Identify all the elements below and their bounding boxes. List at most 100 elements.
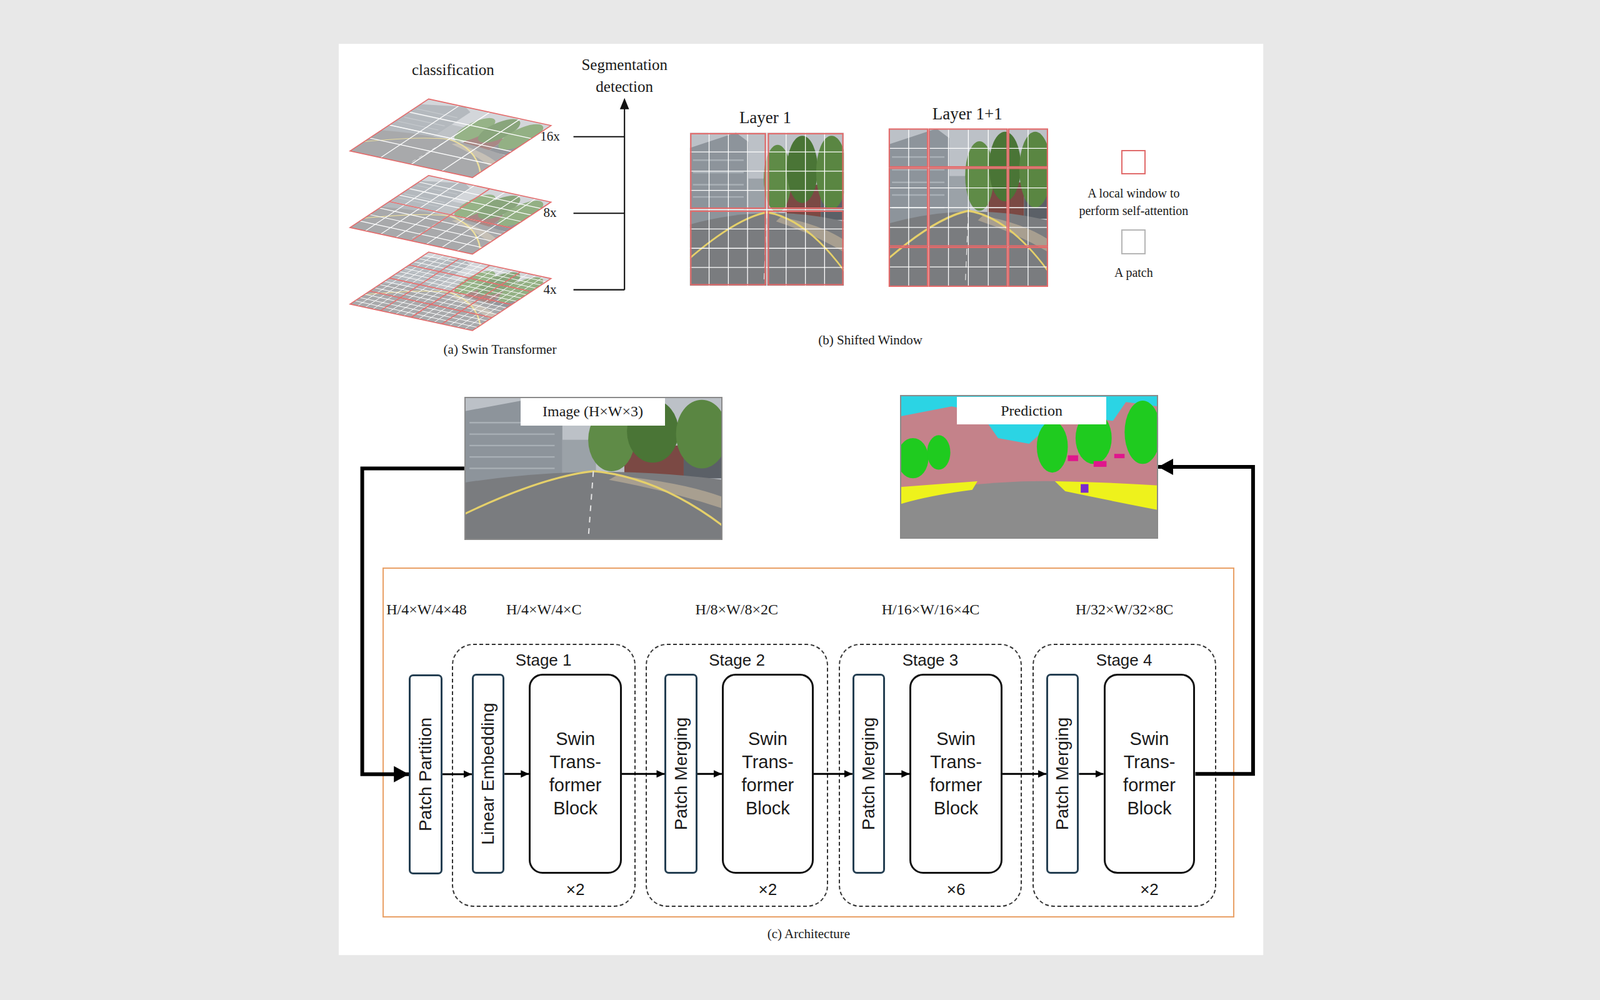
tensor-dimension: H/32×W/32×8C (1046, 600, 1203, 622)
stage-title: Stage 4 (1033, 650, 1215, 670)
flow-arrow (1078, 773, 1104, 775)
stage-title: Stage 3 (840, 650, 1022, 670)
stage-group: Patch Merging Swin Trans- former Block Sta… (1032, 643, 1217, 907)
layer-box: Patch Merging (1046, 673, 1079, 874)
node-label: Patch Partition (415, 717, 436, 832)
attention-window (690, 211, 765, 285)
transformer-block: Swin Trans- former Block (528, 673, 622, 874)
node-label: Swin Trans- former Block (916, 727, 995, 820)
attention-window (1008, 168, 1048, 246)
layer-box: Patch Merging (852, 673, 885, 874)
tensor-dimension: H/4×W/4×48 (348, 600, 505, 622)
patch-grid (350, 175, 552, 255)
flow-arrow (1158, 466, 1254, 774)
node-label: Prediction (956, 396, 1106, 425)
feature-map-4x (350, 251, 554, 332)
attention-window (889, 247, 928, 287)
panel-caption: (c) Architecture (383, 926, 1234, 942)
flow-arrow (697, 773, 722, 775)
image-wash (350, 175, 552, 255)
attention-window (889, 168, 928, 246)
image-wash (350, 251, 552, 331)
figure-panel (338, 43, 1264, 955)
feature-image (350, 98, 554, 179)
scale-label: 16x (528, 127, 572, 146)
attention-windows (690, 133, 843, 285)
input-photo (464, 396, 728, 540)
node-label: Patch Merging (858, 717, 879, 831)
image-panel: Image (H×W×3) (464, 396, 723, 540)
transformer-block: Swin Trans- former Block (721, 673, 814, 874)
repeat-count: ×2 (721, 880, 814, 900)
attention-window (1008, 129, 1048, 167)
stage-group: Patch Merging Swin Trans- former Block Sta… (645, 643, 829, 907)
attention-window (929, 247, 1008, 287)
node-label: Patch Merging (1052, 717, 1073, 831)
scale-label: 8x (528, 204, 572, 223)
attention-window (690, 133, 765, 209)
attention-window (929, 168, 1008, 246)
panel-caption: (a) Swin Transformer (400, 340, 600, 359)
attention-window (929, 129, 1008, 167)
tensor-dimension: H/4×W/4×C (465, 600, 622, 622)
panel-heading: classification (359, 58, 547, 81)
tensor-dimension: H/8×W/8×2C (658, 600, 815, 622)
legend-swatch (1121, 150, 1146, 175)
window-grid (350, 98, 552, 178)
node-label: Linear Embedding (478, 703, 499, 845)
layer-title: Layer 1+1 (898, 102, 1037, 127)
stage-title: Stage 1 (453, 650, 635, 670)
scale-axis (573, 106, 625, 290)
legend-text: A local window to perform self-attention (1071, 184, 1197, 220)
layer-title: Layer 1 (696, 106, 834, 130)
panel-heading: Segmentation detection (571, 53, 678, 98)
flow-arrow (362, 468, 465, 774)
patch-grid (350, 251, 552, 331)
patch-grid (690, 132, 845, 286)
shifted-windows (889, 129, 1048, 287)
attention-window (768, 133, 843, 209)
repeat-count: ×2 (1103, 880, 1196, 900)
flow-arrow (1002, 773, 1047, 775)
feature-image (350, 251, 554, 332)
node-label: Swin Trans- former Block (1110, 727, 1189, 820)
layer-image (888, 128, 1052, 287)
feature-map-16x (350, 98, 554, 179)
repeat-count: ×6 (909, 880, 1003, 900)
stage-group: Linear Embedding Swin Trans- former Block… (451, 643, 636, 907)
stage-group: Patch Merging Swin Trans- former Block Sta… (838, 643, 1023, 907)
flow-arrow (621, 773, 665, 775)
panel-caption: (b) Shifted Window (770, 331, 971, 350)
legend-swatch (1121, 229, 1146, 254)
legend-text: A patch (1071, 263, 1197, 282)
tensor-dimension: H/16×W/16×4C (852, 600, 1009, 622)
scale-label: 4x (528, 280, 572, 299)
flow-arrow (504, 773, 529, 775)
architecture-frame: Patch Partition Linear Embedding Swin Tran… (382, 567, 1235, 918)
attention-window (1008, 247, 1048, 287)
axis-arrowhead (620, 98, 630, 110)
node-label: Swin Trans- former Block (728, 727, 807, 820)
flow-arrow (442, 773, 472, 775)
patch-grid (350, 98, 552, 178)
window-grid (350, 175, 552, 255)
feature-map-8x (350, 175, 554, 255)
flow-arrow (885, 773, 910, 775)
stage-title: Stage 2 (646, 650, 827, 670)
patch-grid (888, 128, 1049, 287)
transformer-block: Swin Trans- former Block (909, 673, 1003, 874)
attention-window (768, 211, 843, 285)
node-label: Swin Trans- former Block (536, 727, 615, 820)
window-grid (350, 251, 552, 331)
segmentation-map (897, 395, 1161, 539)
layer-box: Linear Embedding (471, 673, 505, 874)
image-wash (350, 98, 552, 178)
feature-image (350, 175, 554, 255)
transformer-block: Swin Trans- former Block (1103, 673, 1196, 874)
layer-box: Patch Merging (664, 673, 697, 874)
repeat-count: ×2 (528, 880, 622, 900)
layer-image (690, 132, 847, 286)
layer-box: Patch Partition (408, 674, 443, 875)
image-panel: Prediction (900, 395, 1159, 539)
